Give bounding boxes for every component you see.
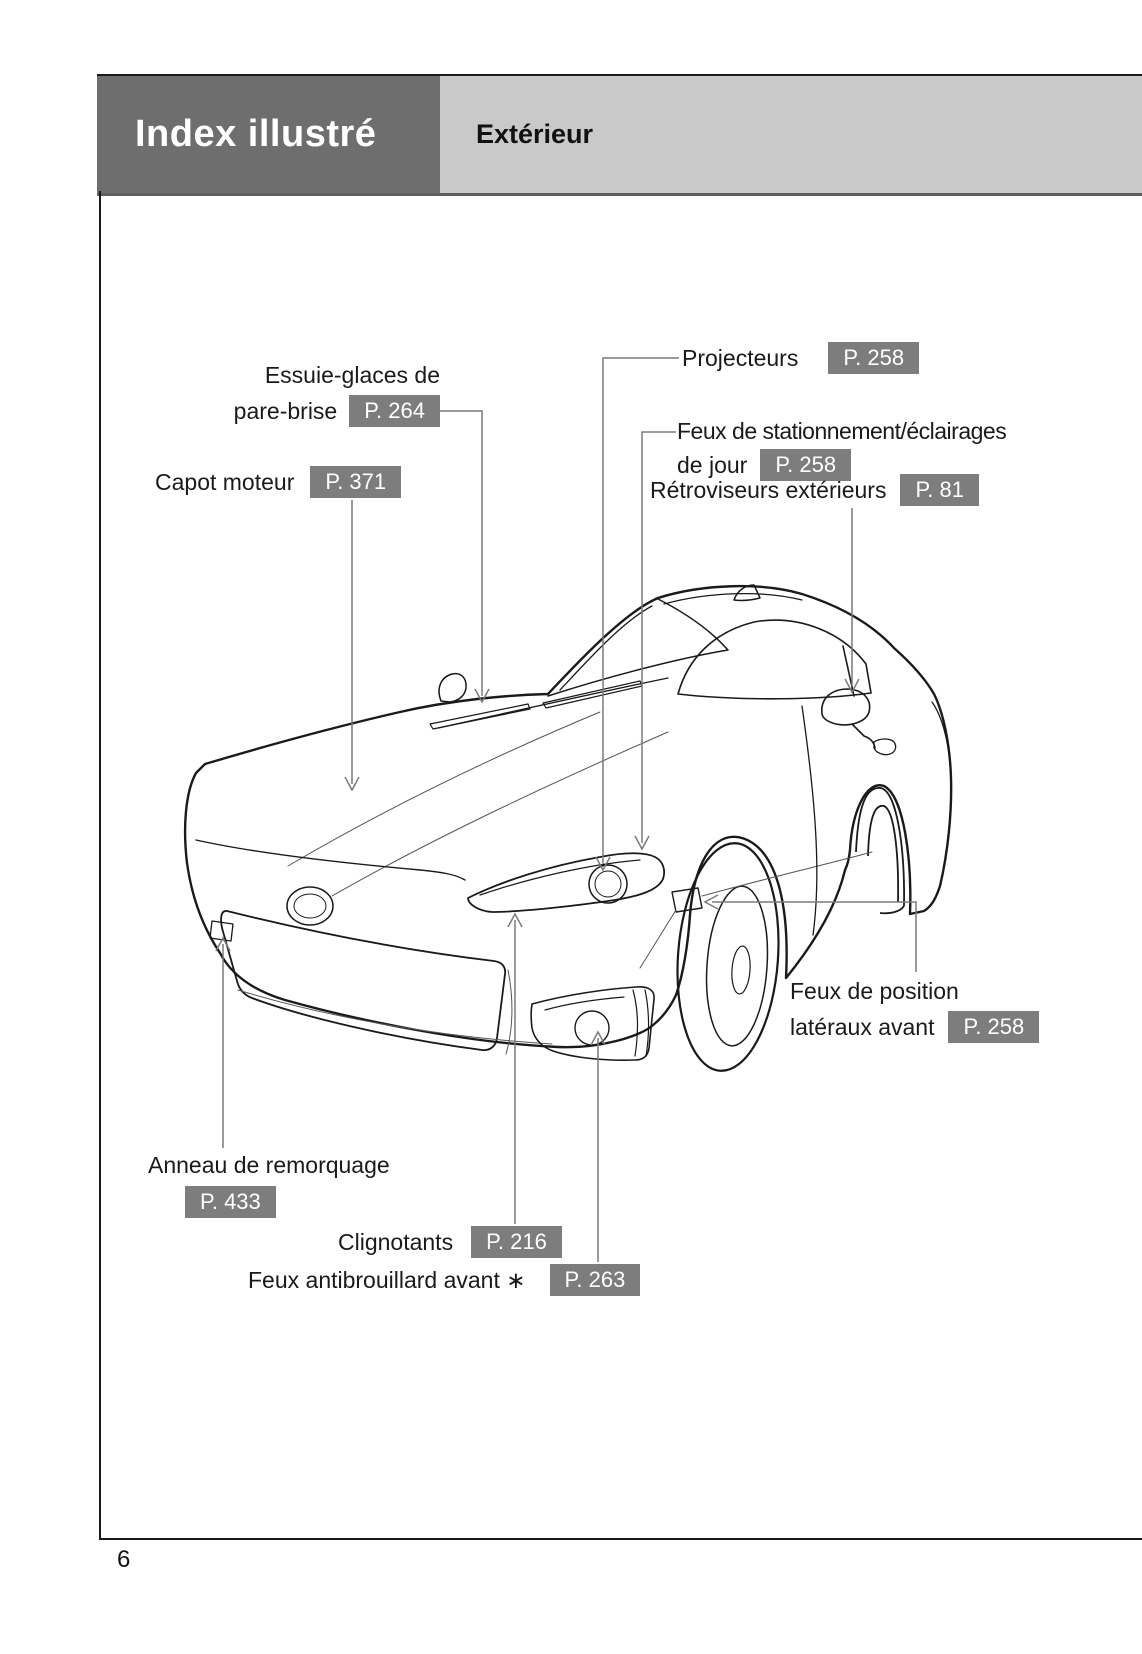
- callout-headlights-label: Projecteurs: [682, 344, 799, 371]
- callout-mirrors: Rétroviseurs extérieurs P. 81: [650, 474, 980, 506]
- page-border-left: [99, 191, 101, 1538]
- leader-wipers: [440, 410, 490, 704]
- callout-daytime-line2: de jour: [677, 451, 748, 478]
- callout-wipers-line1: Essuie-glaces de: [264, 362, 440, 388]
- callout-wipers-line2: pare-brise: [233, 397, 338, 424]
- callout-foglights-label: Feux antibrouillard avant ∗: [248, 1266, 526, 1293]
- callout-sidemarkers-line2: latéraux avant: [790, 1013, 935, 1040]
- leader-foglights: [590, 1030, 606, 1262]
- leader-lines: [215, 357, 917, 1262]
- leader-hood: [344, 500, 360, 792]
- leader-towing: [215, 936, 231, 1148]
- page-ref-turnsignals: P. 216: [471, 1226, 562, 1258]
- callout-daytime-line1: Feux de stationnement/éclairages: [677, 418, 1007, 444]
- page-ref-mirrors: P. 81: [900, 474, 980, 506]
- callout-sidemarkers: Feux de position latéraux avant P. 258: [790, 976, 1040, 1043]
- chapter-tab: Index illustré: [97, 76, 440, 193]
- leader-turnsignals: [507, 912, 523, 1224]
- leader-headlights: [595, 357, 679, 872]
- callout-towing-label: Anneau de remorquage: [148, 1152, 390, 1178]
- callout-mirrors-label: Rétroviseurs extérieurs: [650, 476, 887, 503]
- page-ref-headlights: P. 258: [828, 342, 920, 374]
- callout-towing: Anneau de remorquage P. 433: [148, 1150, 390, 1218]
- callout-wipers: Essuie-glaces de pare-brise P. 264: [234, 360, 440, 427]
- leader-mirrors: [844, 508, 860, 694]
- callout-turnsignals-label: Clignotants: [338, 1228, 454, 1255]
- page-ref-towing: P. 433: [185, 1186, 276, 1218]
- page-number: 6: [117, 1546, 131, 1573]
- callout-hood-label: Capot moteur: [155, 468, 295, 495]
- callout-turnsignals: Clignotants P. 216: [338, 1226, 562, 1258]
- leader-daytime: [634, 431, 676, 851]
- wheels: [676, 787, 905, 1072]
- callout-foglights: Feux antibrouillard avant ∗ P. 263: [248, 1264, 641, 1296]
- page-header: Index illustré Extérieur: [97, 74, 1142, 196]
- leader-sidemarkers: [703, 894, 917, 972]
- page-border-bottom: [99, 1538, 1142, 1540]
- callout-headlights: Projecteurs P. 258: [682, 342, 920, 374]
- page-ref-wipers: P. 264: [349, 395, 440, 427]
- page-ref-hood: P. 371: [310, 466, 402, 498]
- page-ref-sidemarkers: P. 258: [948, 1011, 1040, 1043]
- section-header: Extérieur: [440, 76, 593, 193]
- callout-hood: Capot moteur P. 371: [155, 466, 402, 498]
- section-title: Extérieur: [476, 119, 594, 149]
- page-ref-daytime: P. 258: [760, 449, 852, 481]
- chapter-title: Index illustré: [135, 113, 377, 155]
- page-ref-foglights: P. 263: [549, 1264, 641, 1296]
- car-body: [183, 584, 953, 1061]
- callout-daytime: Feux de stationnement/éclairages de jour…: [677, 416, 1007, 481]
- callout-sidemarkers-line1: Feux de position: [790, 978, 959, 1004]
